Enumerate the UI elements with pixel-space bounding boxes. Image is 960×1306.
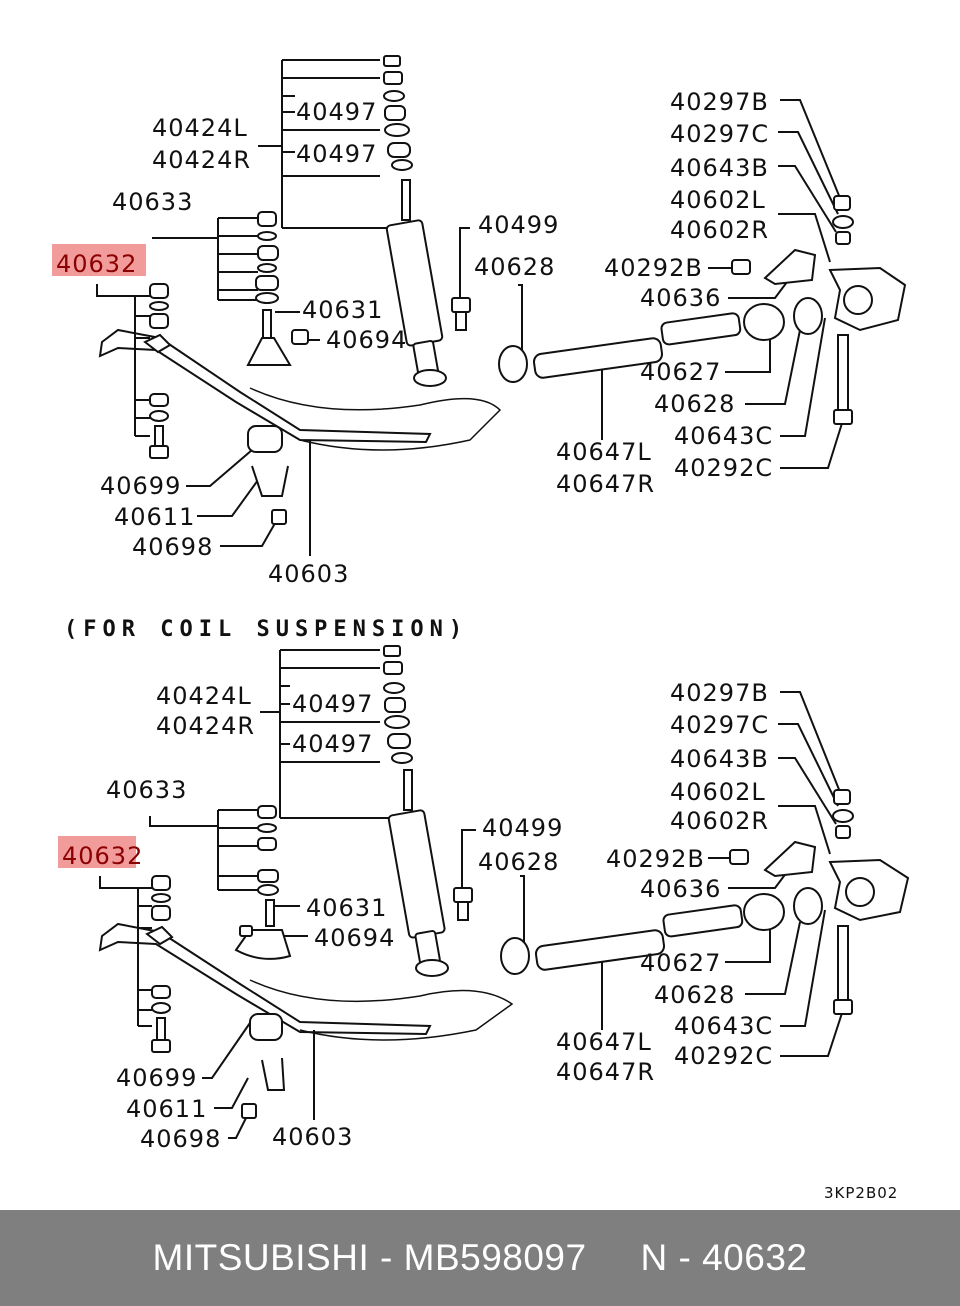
label-40636: 40636	[640, 875, 721, 903]
label-40643C: 40643C	[674, 1012, 773, 1040]
upper-bushing-bracket	[247, 425, 289, 525]
label-40297B: 40297B	[670, 679, 769, 707]
label-40611: 40611	[126, 1095, 207, 1123]
lower-left-washers	[234, 805, 292, 960]
lower-bolt-40499	[453, 887, 473, 921]
label-40297C: 40297C	[670, 120, 769, 148]
label-40497: 40497	[296, 98, 377, 126]
label-40499: 40499	[478, 211, 559, 239]
upper-strut-bar	[498, 297, 823, 383]
label-40647L: 40647L	[556, 438, 652, 466]
highlight-40632	[58, 836, 136, 868]
label-40632: 40632	[56, 250, 137, 278]
label-40698: 40698	[140, 1125, 221, 1153]
label-40499: 40499	[482, 814, 563, 842]
label-40631: 40631	[302, 296, 383, 324]
label-40292B: 40292B	[606, 845, 705, 873]
label-40497: 40497	[296, 140, 377, 168]
upper-strut-bracket	[731, 195, 907, 425]
label-40628: 40628	[474, 253, 555, 281]
label-40627: 40627	[640, 358, 721, 386]
upper-shock-absorber	[385, 179, 447, 387]
label-40292C: 40292C	[674, 454, 773, 482]
lower-bushing-bracket	[241, 1013, 286, 1119]
label-40424R: 40424R	[152, 146, 251, 174]
label-40643C: 40643C	[674, 422, 773, 450]
label-40632: 40632	[62, 842, 143, 870]
label-40628: 40628	[654, 981, 735, 1009]
lower-strut-bar	[500, 887, 823, 975]
label-40497: 40497	[292, 690, 373, 718]
label-40628: 40628	[654, 390, 735, 418]
label-40297B: 40297B	[670, 88, 769, 116]
label-40297C: 40297C	[670, 711, 769, 739]
label-40602R: 40602R	[670, 216, 769, 244]
highlight-40632	[52, 244, 146, 276]
label-40611: 40611	[114, 503, 195, 531]
lower-link-parts	[145, 875, 174, 1053]
label-40497: 40497	[292, 730, 373, 758]
label-40647L: 40647L	[556, 1028, 652, 1056]
label-40699: 40699	[116, 1064, 197, 1092]
label-40694: 40694	[314, 924, 395, 952]
label-40602L: 40602L	[670, 186, 766, 214]
label-40698: 40698	[132, 533, 213, 561]
part-info-footer: MITSUBISHI - MB598097 N - 40632	[0, 1210, 960, 1306]
upper-labels: 40424L 40424R 40497 40497 40633 40632 40…	[52, 88, 773, 588]
drawing-code: 3KP2B02	[824, 1184, 898, 1202]
lower-strut-bracket	[729, 789, 910, 1015]
lower-shock-absorber	[387, 769, 449, 977]
upper-link-parts	[143, 283, 172, 459]
part-number-text: MITSUBISHI - MB598097 N - 40632	[152, 1237, 808, 1278]
lower-assembly: 40424L 40424R 40497 40497 40633 40632 40…	[58, 645, 910, 1153]
label-40424L: 40424L	[152, 114, 248, 142]
label-40424R: 40424R	[156, 712, 255, 740]
label-40424L: 40424L	[156, 682, 252, 710]
upper-assembly: 40424L 40424R 40497 40497 40633 40632 40…	[52, 55, 907, 588]
lower-leader-lines	[99, 649, 844, 1139]
label-40699: 40699	[100, 472, 181, 500]
label-40636: 40636	[640, 284, 721, 312]
label-40603: 40603	[268, 560, 349, 588]
label-40633: 40633	[112, 188, 193, 216]
label-40602R: 40602R	[670, 807, 769, 835]
label-40627: 40627	[640, 949, 721, 977]
label-40643B: 40643B	[670, 154, 769, 182]
upper-left-washers	[246, 211, 292, 366]
label-40603: 40603	[272, 1123, 353, 1151]
lower-labels: 40424L 40424R 40497 40497 40633 40632 40…	[58, 679, 773, 1153]
label-40647R: 40647R	[556, 1058, 655, 1086]
label-40292C: 40292C	[674, 1042, 773, 1070]
label-40694: 40694	[326, 326, 407, 354]
label-40628: 40628	[478, 848, 559, 876]
label-40292B: 40292B	[604, 254, 703, 282]
lower-top-washers	[383, 645, 413, 764]
upper-nut-40694	[291, 329, 309, 345]
label-40647R: 40647R	[556, 470, 655, 498]
upper-top-washers	[383, 55, 413, 171]
label-40633: 40633	[106, 776, 187, 804]
label-40631: 40631	[306, 894, 387, 922]
label-40643B: 40643B	[670, 745, 769, 773]
parts-diagram: 40424L 40424R 40497 40497 40633 40632 40…	[52, 55, 910, 1202]
section-title: (FOR COIL SUSPENSION)	[64, 617, 468, 642]
label-40602L: 40602L	[670, 778, 766, 806]
upper-bolt-40499	[451, 297, 471, 331]
